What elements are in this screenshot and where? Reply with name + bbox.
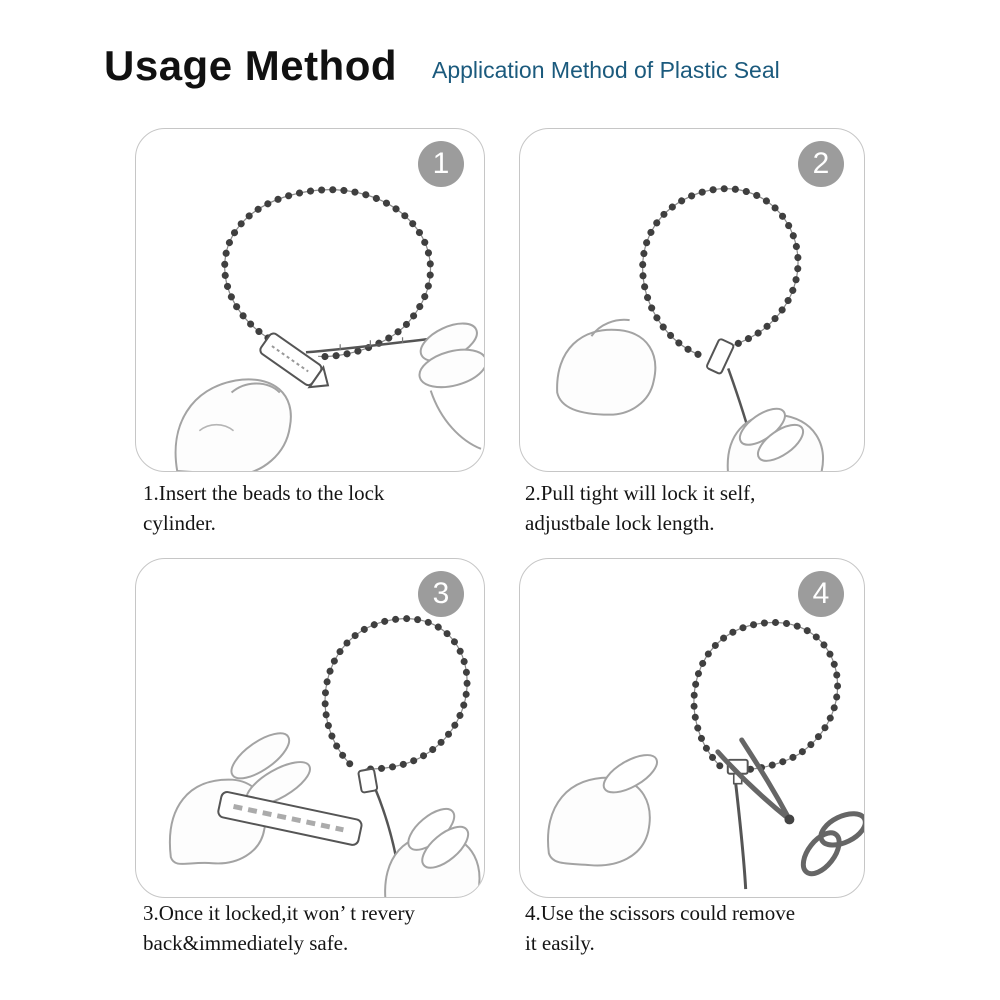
step-number: 1 <box>432 147 450 180</box>
step-1-caption: 1.Insert the beads to the lock cylinder. <box>143 478 384 539</box>
step-1-illustration <box>174 186 484 471</box>
hand-right-pulling-icon <box>726 407 824 471</box>
hand-left-icon <box>547 754 658 867</box>
caption-line: 3.Once it locked,it won’ t revery <box>143 901 415 925</box>
caption-line: it easily. <box>525 931 595 956</box>
caption-line: 1.Insert the beads to the lock <box>143 481 385 505</box>
caption-line: 2.Pull tight will lock it self, <box>525 481 756 505</box>
beaded-seal-loop <box>221 186 434 361</box>
hand-right-pinching-icon <box>418 322 484 450</box>
step-3-caption: 3.Once it locked,it won’ t revery back&i… <box>143 898 415 959</box>
step-2-panel: 2 <box>519 128 865 472</box>
step-2-caption: 2.Pull tight will lock it self, adjustba… <box>525 478 755 539</box>
step-4-illustration <box>547 619 864 890</box>
beaded-seal-loop <box>639 185 802 358</box>
hand-right-holding-icon <box>384 807 481 897</box>
step-4-caption: 4.Use the scissors could remove it easil… <box>525 898 795 959</box>
hand-left-fist-icon <box>174 378 292 471</box>
caption-line: cylinder. <box>143 511 216 536</box>
step-4-panel: 4 <box>519 558 865 898</box>
caption-line: back&immediately safe. <box>143 931 349 956</box>
caption-line: 4.Use the scissors could remove <box>525 901 796 925</box>
seal-lock <box>706 338 735 375</box>
step-4-number-badge: 4 <box>798 571 844 617</box>
seal-lock-tag <box>259 332 330 389</box>
step-3-number-badge: 3 <box>418 571 464 617</box>
step-number: 3 <box>432 577 450 610</box>
step-2-illustration <box>556 185 824 471</box>
seal-tail <box>734 783 748 890</box>
step-1-number-badge: 1 <box>418 141 464 187</box>
step-3-illustration <box>168 615 481 897</box>
seal-lock <box>357 768 379 794</box>
step-1-panel: 1 <box>135 128 485 472</box>
beaded-seal-loop <box>690 619 841 774</box>
step-number: 4 <box>812 577 830 610</box>
step-2-number-badge: 2 <box>798 141 844 187</box>
step-number: 2 <box>812 147 830 180</box>
scissors-icon <box>715 737 864 877</box>
step-3-panel: 3 <box>135 558 485 898</box>
seal-label-tag <box>217 791 363 846</box>
page-title: Usage Method <box>104 42 398 89</box>
beaded-seal-loop <box>321 615 471 773</box>
caption-line: adjustbale lock length. <box>525 511 715 536</box>
page-subtitle: Application Method of Plastic Seal <box>432 57 780 83</box>
hand-left-icon <box>556 318 657 416</box>
